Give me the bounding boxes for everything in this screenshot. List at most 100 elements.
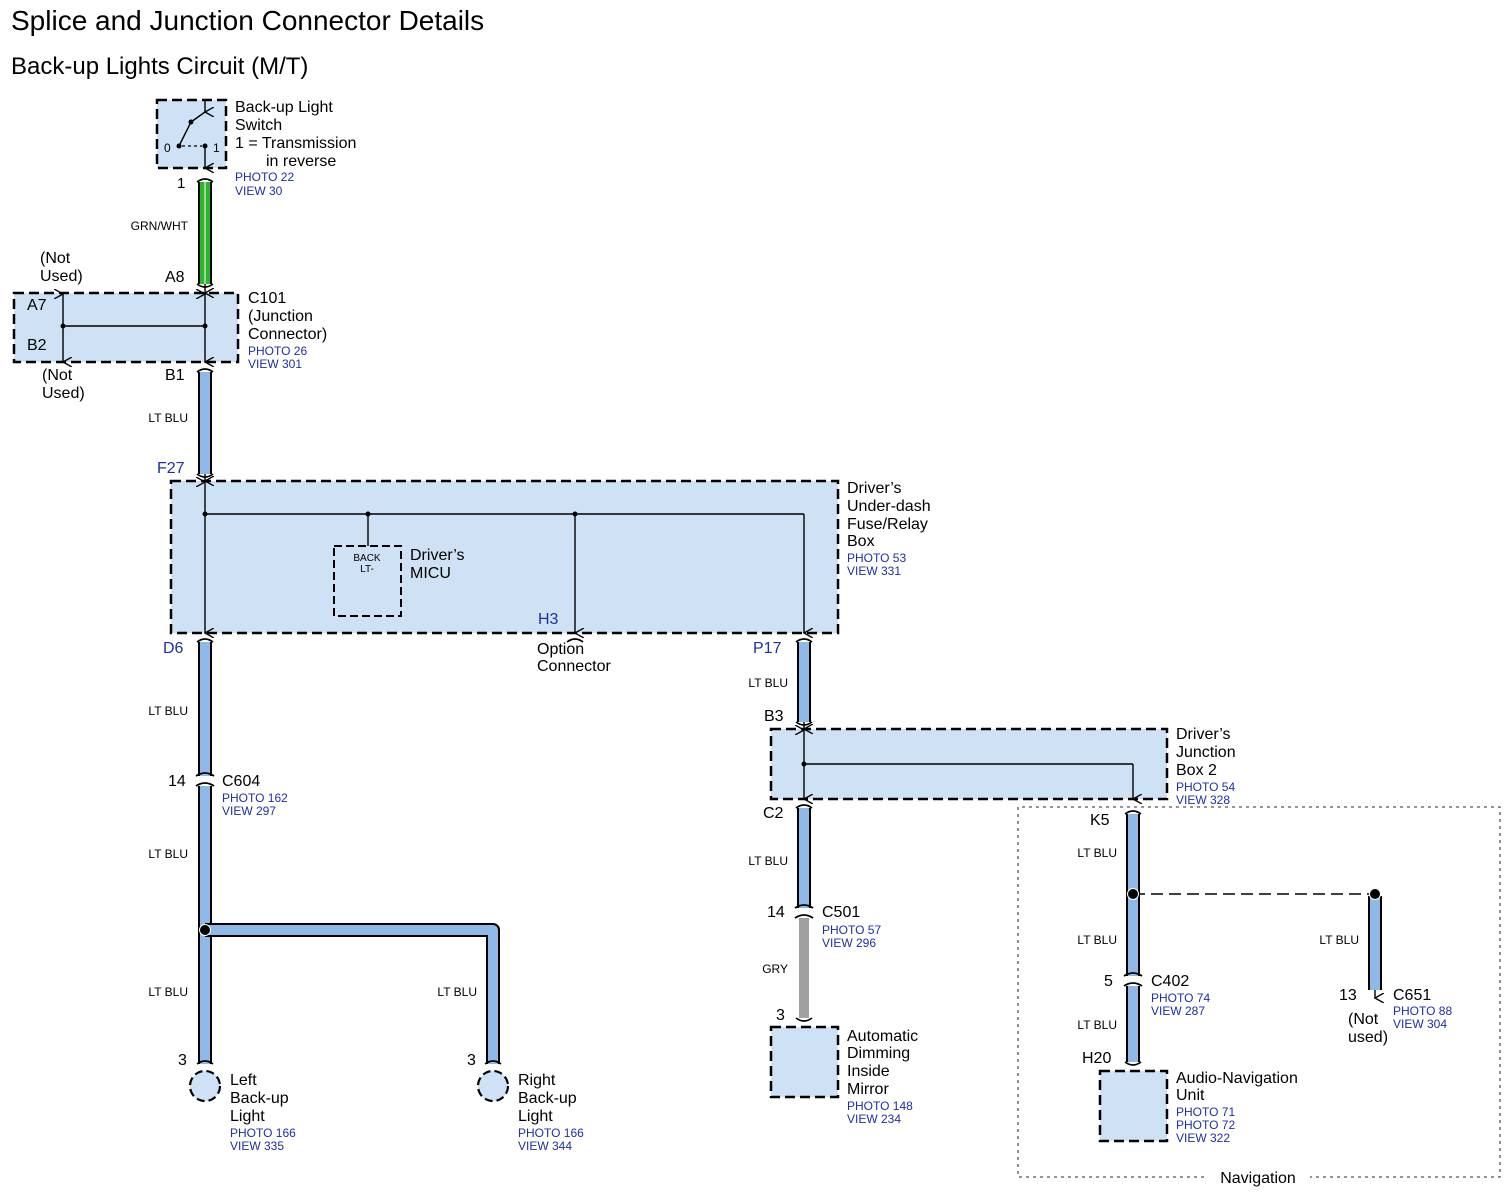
c402-inline-connector — [1123, 972, 1143, 987]
wire-color-label: LT BLU — [1319, 933, 1359, 947]
c101-bottom-connector-mark — [196, 368, 214, 373]
fuse-box-pin-h3: H3 — [538, 611, 559, 628]
c101-pin-a7: A7 — [27, 297, 47, 314]
c101-pin-b1: B1 — [165, 367, 185, 384]
mirror-name-line2: Dimming — [847, 1045, 910, 1062]
wire-color-label: LT BLU — [748, 854, 788, 868]
jbox2-view-ref[interactable]: VIEW 328 — [1176, 793, 1230, 807]
navigation-group-boundary — [1017, 806, 1501, 1178]
micu-name-line1: Driver’s — [410, 547, 465, 564]
jbox2-pin-c2: C2 — [763, 805, 784, 822]
switch-name-line2: Switch — [235, 117, 282, 134]
left-light-name-line1: Left — [230, 1072, 257, 1089]
c604-view-ref[interactable]: VIEW 297 — [222, 804, 276, 818]
right-light-view-ref[interactable]: VIEW 344 — [518, 1139, 572, 1153]
c651-name: C651 — [1393, 987, 1431, 1004]
c402-view-ref[interactable]: VIEW 287 — [1151, 1004, 1205, 1018]
c101-junction-connector — [12, 284, 240, 362]
left-light-view-ref[interactable]: VIEW 335 — [230, 1139, 284, 1153]
mirror-photo-ref[interactable]: PHOTO 148 — [847, 1099, 913, 1113]
splice-point-optional — [1369, 888, 1381, 900]
mirror-pin-label: 3 — [776, 1007, 785, 1024]
c604-inline-connector — [195, 772, 215, 787]
c604-photo-ref[interactable]: PHOTO 162 — [222, 791, 288, 805]
c101-view-ref[interactable]: VIEW 301 — [248, 357, 302, 371]
left-light-photo-ref[interactable]: PHOTO 166 — [230, 1126, 296, 1140]
left-light-name-line3: Light — [230, 1108, 265, 1125]
backup-light-switch: 0 1 — [155, 98, 228, 168]
option-connector-line2: Connector — [537, 658, 611, 675]
switch-view-ref[interactable]: VIEW 30 — [235, 184, 283, 198]
audio-nav-name-line2: Unit — [1176, 1087, 1205, 1104]
page-title: Splice and Junction Connector Details — [11, 5, 484, 36]
audio-nav-photo-ref-1[interactable]: PHOTO 71 — [1176, 1105, 1235, 1119]
left-light-pin-label: 3 — [178, 1052, 187, 1069]
mirror-view-ref[interactable]: VIEW 234 — [847, 1112, 901, 1126]
right-light-name-line3: Light — [518, 1108, 553, 1125]
p17-connector-mark — [795, 638, 813, 643]
switch-note-line2: in reverse — [266, 153, 336, 170]
wire-c402-to-audio-nav — [1126, 986, 1140, 1062]
micu-inner-label-line1: BACK — [353, 553, 381, 564]
switch-note-line1: 1 = Transmission — [235, 135, 356, 152]
audio-nav-photo-ref-2[interactable]: PHOTO 72 — [1176, 1118, 1235, 1132]
fuse-box-pin-d6: D6 — [163, 640, 184, 657]
c501-pin-label: 14 — [767, 904, 785, 921]
right-light-photo-ref[interactable]: PHOTO 166 — [518, 1126, 584, 1140]
left-backup-light — [188, 1060, 222, 1103]
micu-box — [333, 545, 402, 617]
left-light-name-line2: Back-up — [230, 1090, 289, 1107]
fuse-box-view-ref[interactable]: VIEW 331 — [847, 564, 901, 578]
wire-color-label: LT BLU — [748, 676, 788, 690]
c402-name: C402 — [1151, 973, 1189, 990]
switch-position-1-label: 1 — [213, 141, 220, 155]
c101-not-used-bottom-line1: (Not — [42, 367, 73, 384]
c402-photo-ref[interactable]: PHOTO 74 — [1151, 991, 1210, 1005]
micu-name-line2: MICU — [410, 565, 451, 582]
c501-photo-ref[interactable]: PHOTO 57 — [822, 923, 881, 937]
right-light-name-line1: Right — [518, 1072, 556, 1089]
option-connector-line1: Option — [537, 641, 584, 658]
auto-dimming-mirror — [769, 1017, 840, 1099]
b3-connector-mark — [795, 721, 813, 726]
wire-color-label: LT BLU — [148, 411, 188, 425]
wire-color-label: LT BLU — [148, 847, 188, 861]
wire-splice-to-right-light — [205, 923, 500, 1064]
splice-point-nav — [1127, 888, 1139, 900]
fuse-box-photo-ref[interactable]: PHOTO 53 — [847, 551, 906, 565]
c402-pin-label: 5 — [1104, 973, 1113, 990]
d6-connector-mark — [196, 638, 214, 643]
fuse-box-pin-p17: P17 — [753, 640, 782, 657]
c101-pin-b2: B2 — [27, 337, 47, 354]
c501-name: C501 — [822, 904, 860, 921]
fuse-box-name-line3: Fuse/Relay — [847, 516, 928, 533]
right-light-pin-label: 3 — [467, 1052, 476, 1069]
wire-c501-to-mirror — [799, 918, 809, 1018]
c651-photo-ref[interactable]: PHOTO 88 — [1393, 1004, 1452, 1018]
c101-name-line3: Connector) — [248, 326, 327, 343]
navigation-group-label: Navigation — [1220, 1170, 1296, 1187]
c501-inline-connector — [794, 904, 814, 919]
c101-top-connector-mark — [196, 283, 214, 288]
c101-photo-ref[interactable]: PHOTO 26 — [248, 344, 307, 358]
audio-nav-view-ref[interactable]: VIEW 322 — [1176, 1131, 1230, 1145]
c651-view-ref[interactable]: VIEW 304 — [1393, 1017, 1447, 1031]
c651-not-used-line1: (Not — [1348, 1011, 1379, 1028]
c501-view-ref[interactable]: VIEW 296 — [822, 936, 876, 950]
micu-inner-label-line2: LT- — [360, 564, 374, 575]
jbox2-photo-ref[interactable]: PHOTO 54 — [1176, 780, 1235, 794]
audio-nav-name-line1: Audio-Navigation — [1176, 1070, 1298, 1087]
wire-color-label: LT BLU — [148, 985, 188, 999]
switch-name-line1: Back-up Light — [235, 99, 333, 116]
wire-c101-to-fusebox — [198, 372, 212, 474]
switch-pin-label: 1 — [177, 175, 185, 192]
c101-pin-a8: A8 — [165, 269, 185, 286]
fuse-relay-box — [169, 474, 840, 633]
switch-photo-ref[interactable]: PHOTO 22 — [235, 170, 294, 184]
c101-name-line2: (Junction — [248, 308, 313, 325]
c101-not-used-top-line2: Used) — [40, 268, 83, 285]
right-light-name-line2: Back-up — [518, 1090, 577, 1107]
wire-c2-to-c501 — [797, 808, 811, 908]
jbox2-name-line2: Junction — [1176, 744, 1236, 761]
